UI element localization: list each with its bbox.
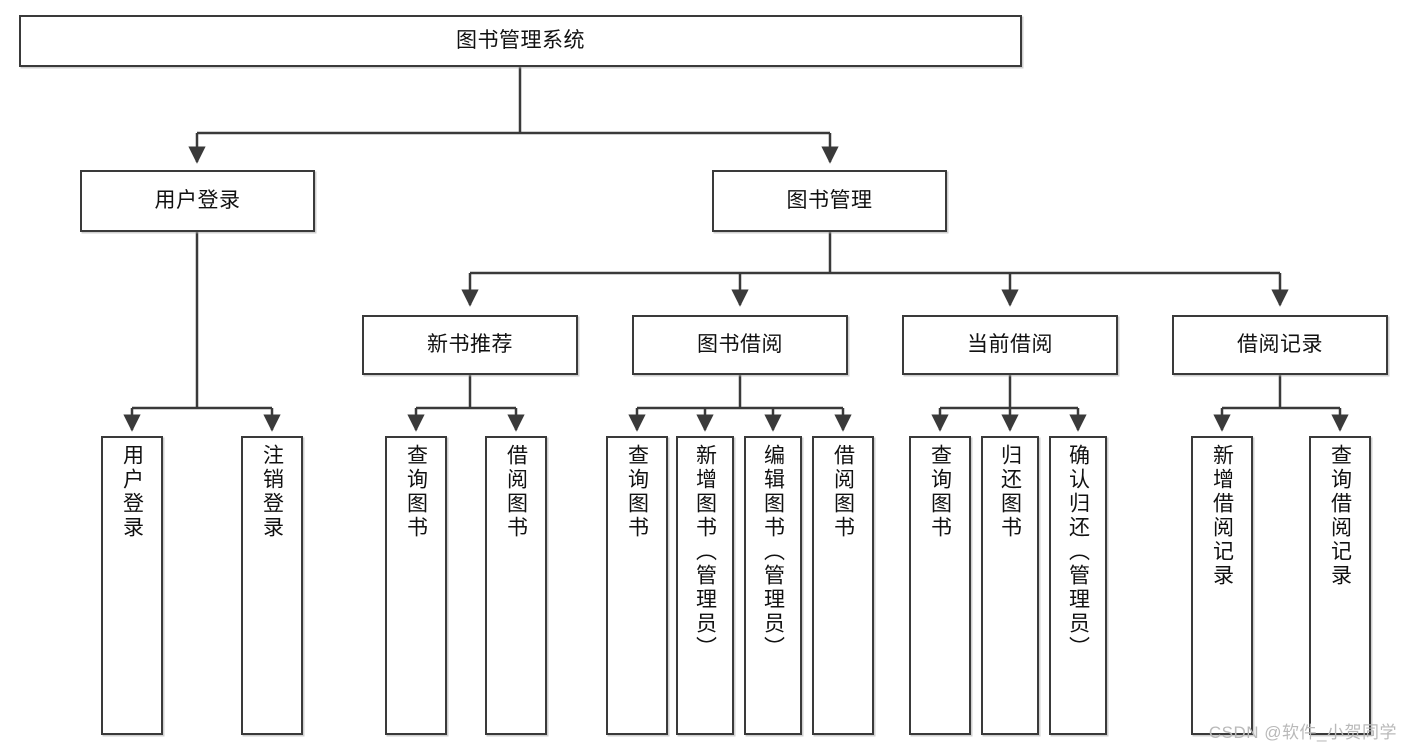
node-label: 借阅图书 (504, 444, 528, 540)
node-label: 图书管理系统 (456, 28, 585, 52)
node-current-borrow[interactable]: 当前借阅 (902, 315, 1118, 375)
node-leaf-logout-login[interactable]: 注销登录 (241, 436, 303, 735)
node-leaf-borrow-book-borrow[interactable]: 借阅图书 (812, 436, 874, 735)
node-borrow-record[interactable]: 借阅记录 (1172, 315, 1388, 375)
node-label: 用户登录 (120, 444, 144, 540)
node-label: 新增图书（管理员） (693, 444, 717, 660)
node-label: 查询图书 (625, 444, 649, 540)
node-label: 注销登录 (260, 444, 284, 540)
node-label: 编辑图书（管理员） (761, 444, 785, 660)
node-leaf-add-book-admin[interactable]: 新增图书（管理员） (676, 436, 734, 735)
node-book-manage[interactable]: 图书管理 (712, 170, 947, 232)
node-leaf-return-book[interactable]: 归还图书 (981, 436, 1039, 735)
node-label: 图书管理 (786, 188, 873, 212)
node-new-book-recommend[interactable]: 新书推荐 (362, 315, 578, 375)
node-label: 新增借阅记录 (1210, 444, 1234, 588)
node-book-management-system[interactable]: 图书管理系统 (19, 15, 1022, 67)
node-label: 借阅记录 (1237, 332, 1323, 356)
node-leaf-user-login[interactable]: 用户登录 (101, 436, 163, 735)
node-label: 查询图书 (928, 444, 952, 540)
node-user-login[interactable]: 用户登录 (80, 170, 315, 232)
node-label: 借阅图书 (831, 444, 855, 540)
node-leaf-borrow-book-recommend[interactable]: 借阅图书 (485, 436, 547, 735)
node-leaf-query-book-current[interactable]: 查询图书 (909, 436, 971, 735)
node-label: 确认归还（管理员） (1066, 444, 1090, 660)
node-leaf-edit-book-admin[interactable]: 编辑图书（管理员） (744, 436, 802, 735)
node-label: 归还图书 (998, 444, 1022, 540)
node-leaf-add-borrow-record[interactable]: 新增借阅记录 (1191, 436, 1253, 735)
node-label: 当前借阅 (967, 332, 1053, 356)
node-book-borrow[interactable]: 图书借阅 (632, 315, 848, 375)
node-label: 图书借阅 (697, 332, 783, 356)
node-leaf-query-borrow-record[interactable]: 查询借阅记录 (1309, 436, 1371, 735)
node-leaf-query-book-recommend[interactable]: 查询图书 (385, 436, 447, 735)
csdn-watermark: CSDN @软件_小贺同学 (1208, 723, 1397, 742)
node-label: 查询图书 (404, 444, 428, 540)
node-label: 用户登录 (154, 188, 241, 212)
node-leaf-query-book-borrow[interactable]: 查询图书 (606, 436, 668, 735)
node-label: 查询借阅记录 (1328, 444, 1352, 588)
node-leaf-confirm-return-admin[interactable]: 确认归还（管理员） (1049, 436, 1107, 735)
node-label: 新书推荐 (427, 332, 513, 356)
